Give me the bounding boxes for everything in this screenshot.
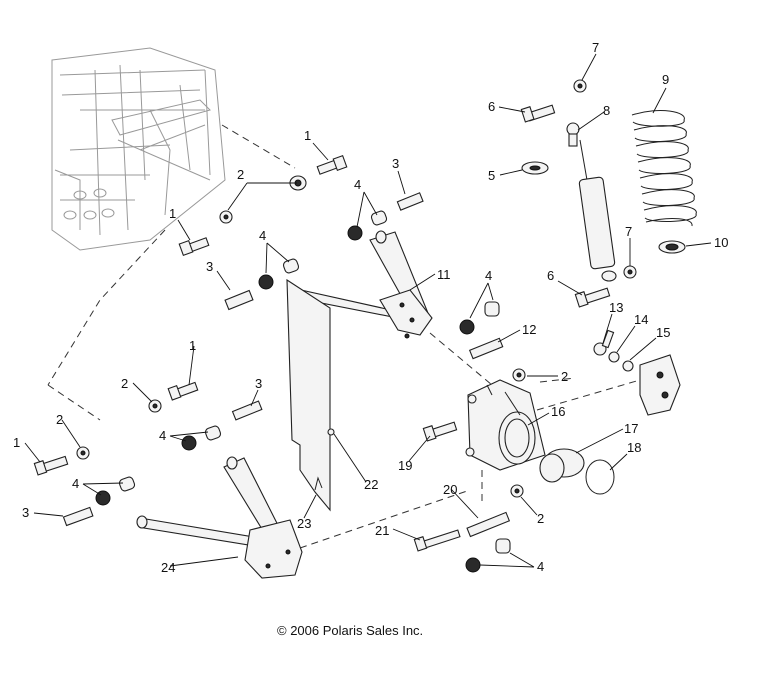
washer-part-15 <box>622 360 634 372</box>
bearing-carrier-part-16 <box>465 379 546 471</box>
sleeve-part-3-upper-left <box>224 289 254 311</box>
bushing-part-4-upper-left <box>258 258 300 290</box>
bushing-part-4-lower <box>181 425 222 451</box>
callout-22: 22 <box>364 477 378 492</box>
callout-3d: 3 <box>22 505 29 520</box>
bolt-part-1-upper-left <box>178 237 210 257</box>
assembly-lines <box>47 124 641 549</box>
leader-lines <box>24 53 712 568</box>
washer-part-14 <box>608 351 620 363</box>
callout-8: 8 <box>603 103 610 118</box>
brake-caliper <box>639 354 681 416</box>
callout-2f: 2 <box>537 511 544 526</box>
callout-15: 15 <box>656 325 670 340</box>
callout-2c: 2 <box>56 412 63 427</box>
bolt-part-1-far-left <box>33 455 69 476</box>
callout-3a: 3 <box>392 156 399 171</box>
sleeve-part-3-upper-right <box>396 192 424 211</box>
callout-13: 13 <box>609 300 623 315</box>
callout-4c: 4 <box>159 428 166 443</box>
coil-spring-part-9 <box>631 110 697 227</box>
bolt-part-6-upper <box>520 104 556 123</box>
sleeve-part-20 <box>466 511 511 538</box>
washer-part-5 <box>521 161 549 175</box>
callout-1a: 1 <box>304 128 311 143</box>
sleeve-part-3-far-left <box>62 506 94 527</box>
nut-part-7-upper <box>573 79 587 93</box>
nut-part-2-far-left <box>76 446 90 460</box>
nut-part-2-hub-upper <box>512 368 526 382</box>
callout-10: 10 <box>714 235 728 250</box>
callout-6a: 6 <box>488 99 495 114</box>
bushing-part-4-far-left <box>95 476 136 506</box>
bolt-part-19 <box>422 421 458 442</box>
callout-4f: 4 <box>537 559 544 574</box>
callout-18: 18 <box>627 440 641 455</box>
callout-16: 16 <box>551 404 565 419</box>
nut-part-7-lower <box>623 265 637 279</box>
callout-17: 17 <box>624 421 638 436</box>
callout-1d: 1 <box>13 435 20 450</box>
lower-a-arm-part-24 <box>136 456 303 579</box>
callout-20: 20 <box>443 482 457 497</box>
callout-12: 12 <box>522 322 536 337</box>
callout-7a: 7 <box>592 40 599 55</box>
callout-2b: 2 <box>121 376 128 391</box>
spring-retainer-part-10 <box>658 240 686 254</box>
callout-2e: 2 <box>561 369 568 384</box>
bushing-part-4-hub-lower <box>465 538 511 573</box>
callout-labels: 1 2 1 3 4 4 3 11 4 12 7 6 5 8 9 7 10 6 1… <box>13 40 728 575</box>
callout-5: 5 <box>488 168 495 183</box>
bolt-part-1-upper-right <box>316 154 348 175</box>
callout-23: 23 <box>297 516 311 531</box>
bushing-part-4-upper-right <box>347 210 388 241</box>
nut-part-2-left <box>219 210 233 224</box>
bolt-part-6-lower <box>574 287 611 308</box>
callout-6b: 6 <box>547 268 554 283</box>
skid-plate-part-23 <box>286 278 331 512</box>
bolt-part-13 <box>593 329 615 356</box>
snap-ring-part-18 <box>585 459 615 495</box>
vehicle-frame <box>51 47 226 251</box>
shock-absorber-part-8 <box>566 122 617 282</box>
bolt-part-1-lower <box>167 381 199 401</box>
callout-19: 19 <box>398 458 412 473</box>
sleeve-part-12 <box>468 337 504 360</box>
callout-9: 9 <box>662 72 669 87</box>
bearing-part-17 <box>539 448 585 483</box>
bushing-part-4-hub-upper <box>459 301 500 335</box>
fastener-part-22 <box>327 428 335 436</box>
callout-1c: 1 <box>189 338 196 353</box>
callout-24: 24 <box>161 560 175 575</box>
callout-11: 11 <box>437 267 451 282</box>
callout-2a: 2 <box>237 167 244 182</box>
callout-21: 21 <box>375 523 389 538</box>
nut-part-2-lower <box>148 399 162 413</box>
callout-4a: 4 <box>354 177 361 192</box>
callout-4e: 4 <box>485 268 492 283</box>
callout-7b: 7 <box>625 224 632 239</box>
sleeve-part-3-lower <box>231 400 263 421</box>
copyright-text: © 2006 Polaris Sales Inc. <box>277 623 423 638</box>
bolt-part-21 <box>413 529 461 552</box>
callout-4d: 4 <box>72 476 79 491</box>
callout-4b: 4 <box>259 228 266 243</box>
upper-a-arm-part-11 <box>288 230 433 339</box>
callout-1b: 1 <box>169 206 176 221</box>
callout-3b: 3 <box>206 259 213 274</box>
callout-14: 14 <box>634 312 648 327</box>
callout-3c: 3 <box>255 376 262 391</box>
nut-part-2-hub-lower <box>510 484 524 498</box>
